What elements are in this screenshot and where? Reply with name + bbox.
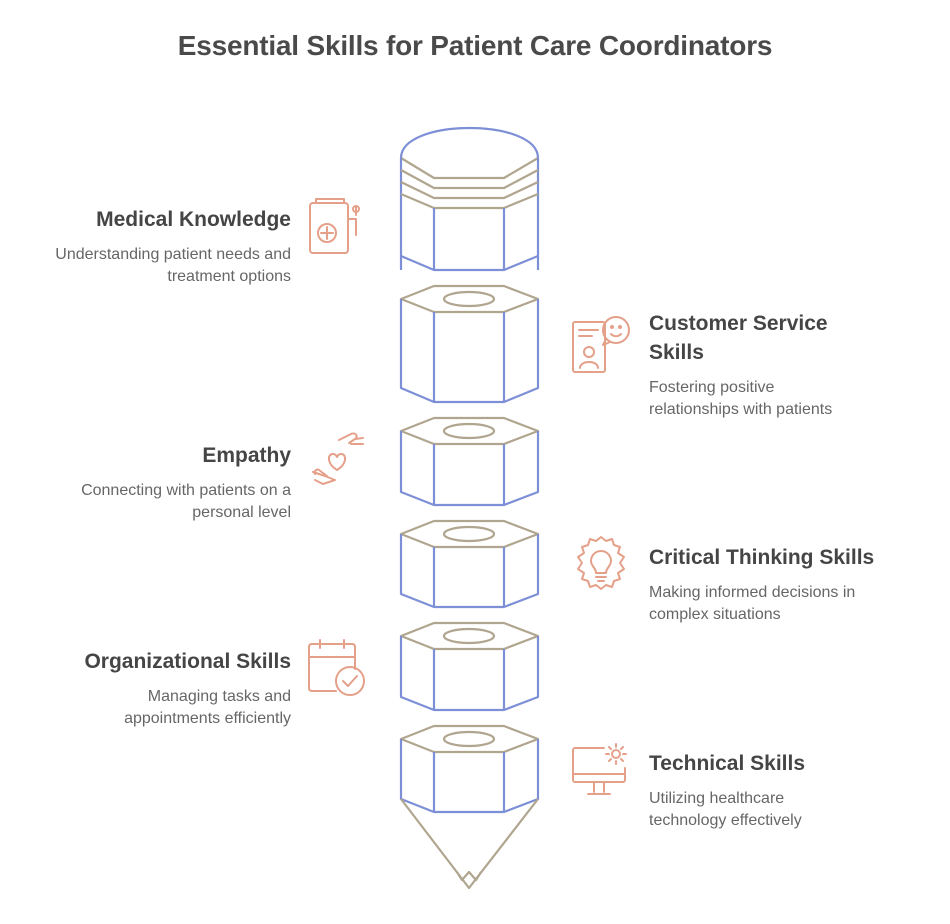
customer-service-icon [570, 314, 634, 376]
pencil-segment-2 [401, 418, 538, 505]
pencil-segment-1 [401, 286, 538, 402]
pencil-segment-4 [401, 623, 538, 710]
skill-title: Customer Service Skills [649, 309, 859, 367]
skill-description: Fostering positive relationships with pa… [649, 377, 864, 421]
skill-empathy: Empathy Connecting with patients on a pe… [31, 441, 291, 524]
caring-hands-heart-icon [309, 430, 369, 490]
medical-book-icon [306, 195, 368, 257]
skill-title: Empathy [31, 441, 291, 470]
pencil-segment-5-tip [401, 726, 538, 888]
calendar-check-icon [306, 637, 368, 699]
skill-critical-thinking: Critical Thinking Skills Making informed… [649, 543, 929, 626]
skill-description: Managing tasks and appointments efficien… [91, 686, 291, 730]
gear-lightbulb-icon [570, 533, 632, 595]
pencil-segment-3 [401, 521, 538, 607]
skill-description: Understanding patient needs and treatmen… [51, 244, 291, 288]
skill-description: Making informed decisions in complex sit… [649, 582, 894, 626]
pencil-eraser-cap [401, 128, 538, 270]
skill-organizational: Organizational Skills Managing tasks and… [31, 647, 291, 730]
skill-title: Critical Thinking Skills [649, 543, 929, 572]
skill-title: Technical Skills [649, 749, 909, 778]
skill-technical: Technical Skills Utilizing healthcare te… [649, 749, 909, 832]
skill-title: Organizational Skills [31, 647, 291, 676]
skill-medical-knowledge: Medical Knowledge Understanding patient … [31, 205, 291, 288]
skill-description: Connecting with patients on a personal l… [46, 480, 291, 524]
skill-customer-service: Customer Service Skills Fostering positi… [649, 309, 909, 421]
monitor-gear-icon [570, 742, 634, 800]
skill-description: Utilizing healthcare technology effectiv… [649, 788, 839, 832]
skill-title: Medical Knowledge [31, 205, 291, 234]
